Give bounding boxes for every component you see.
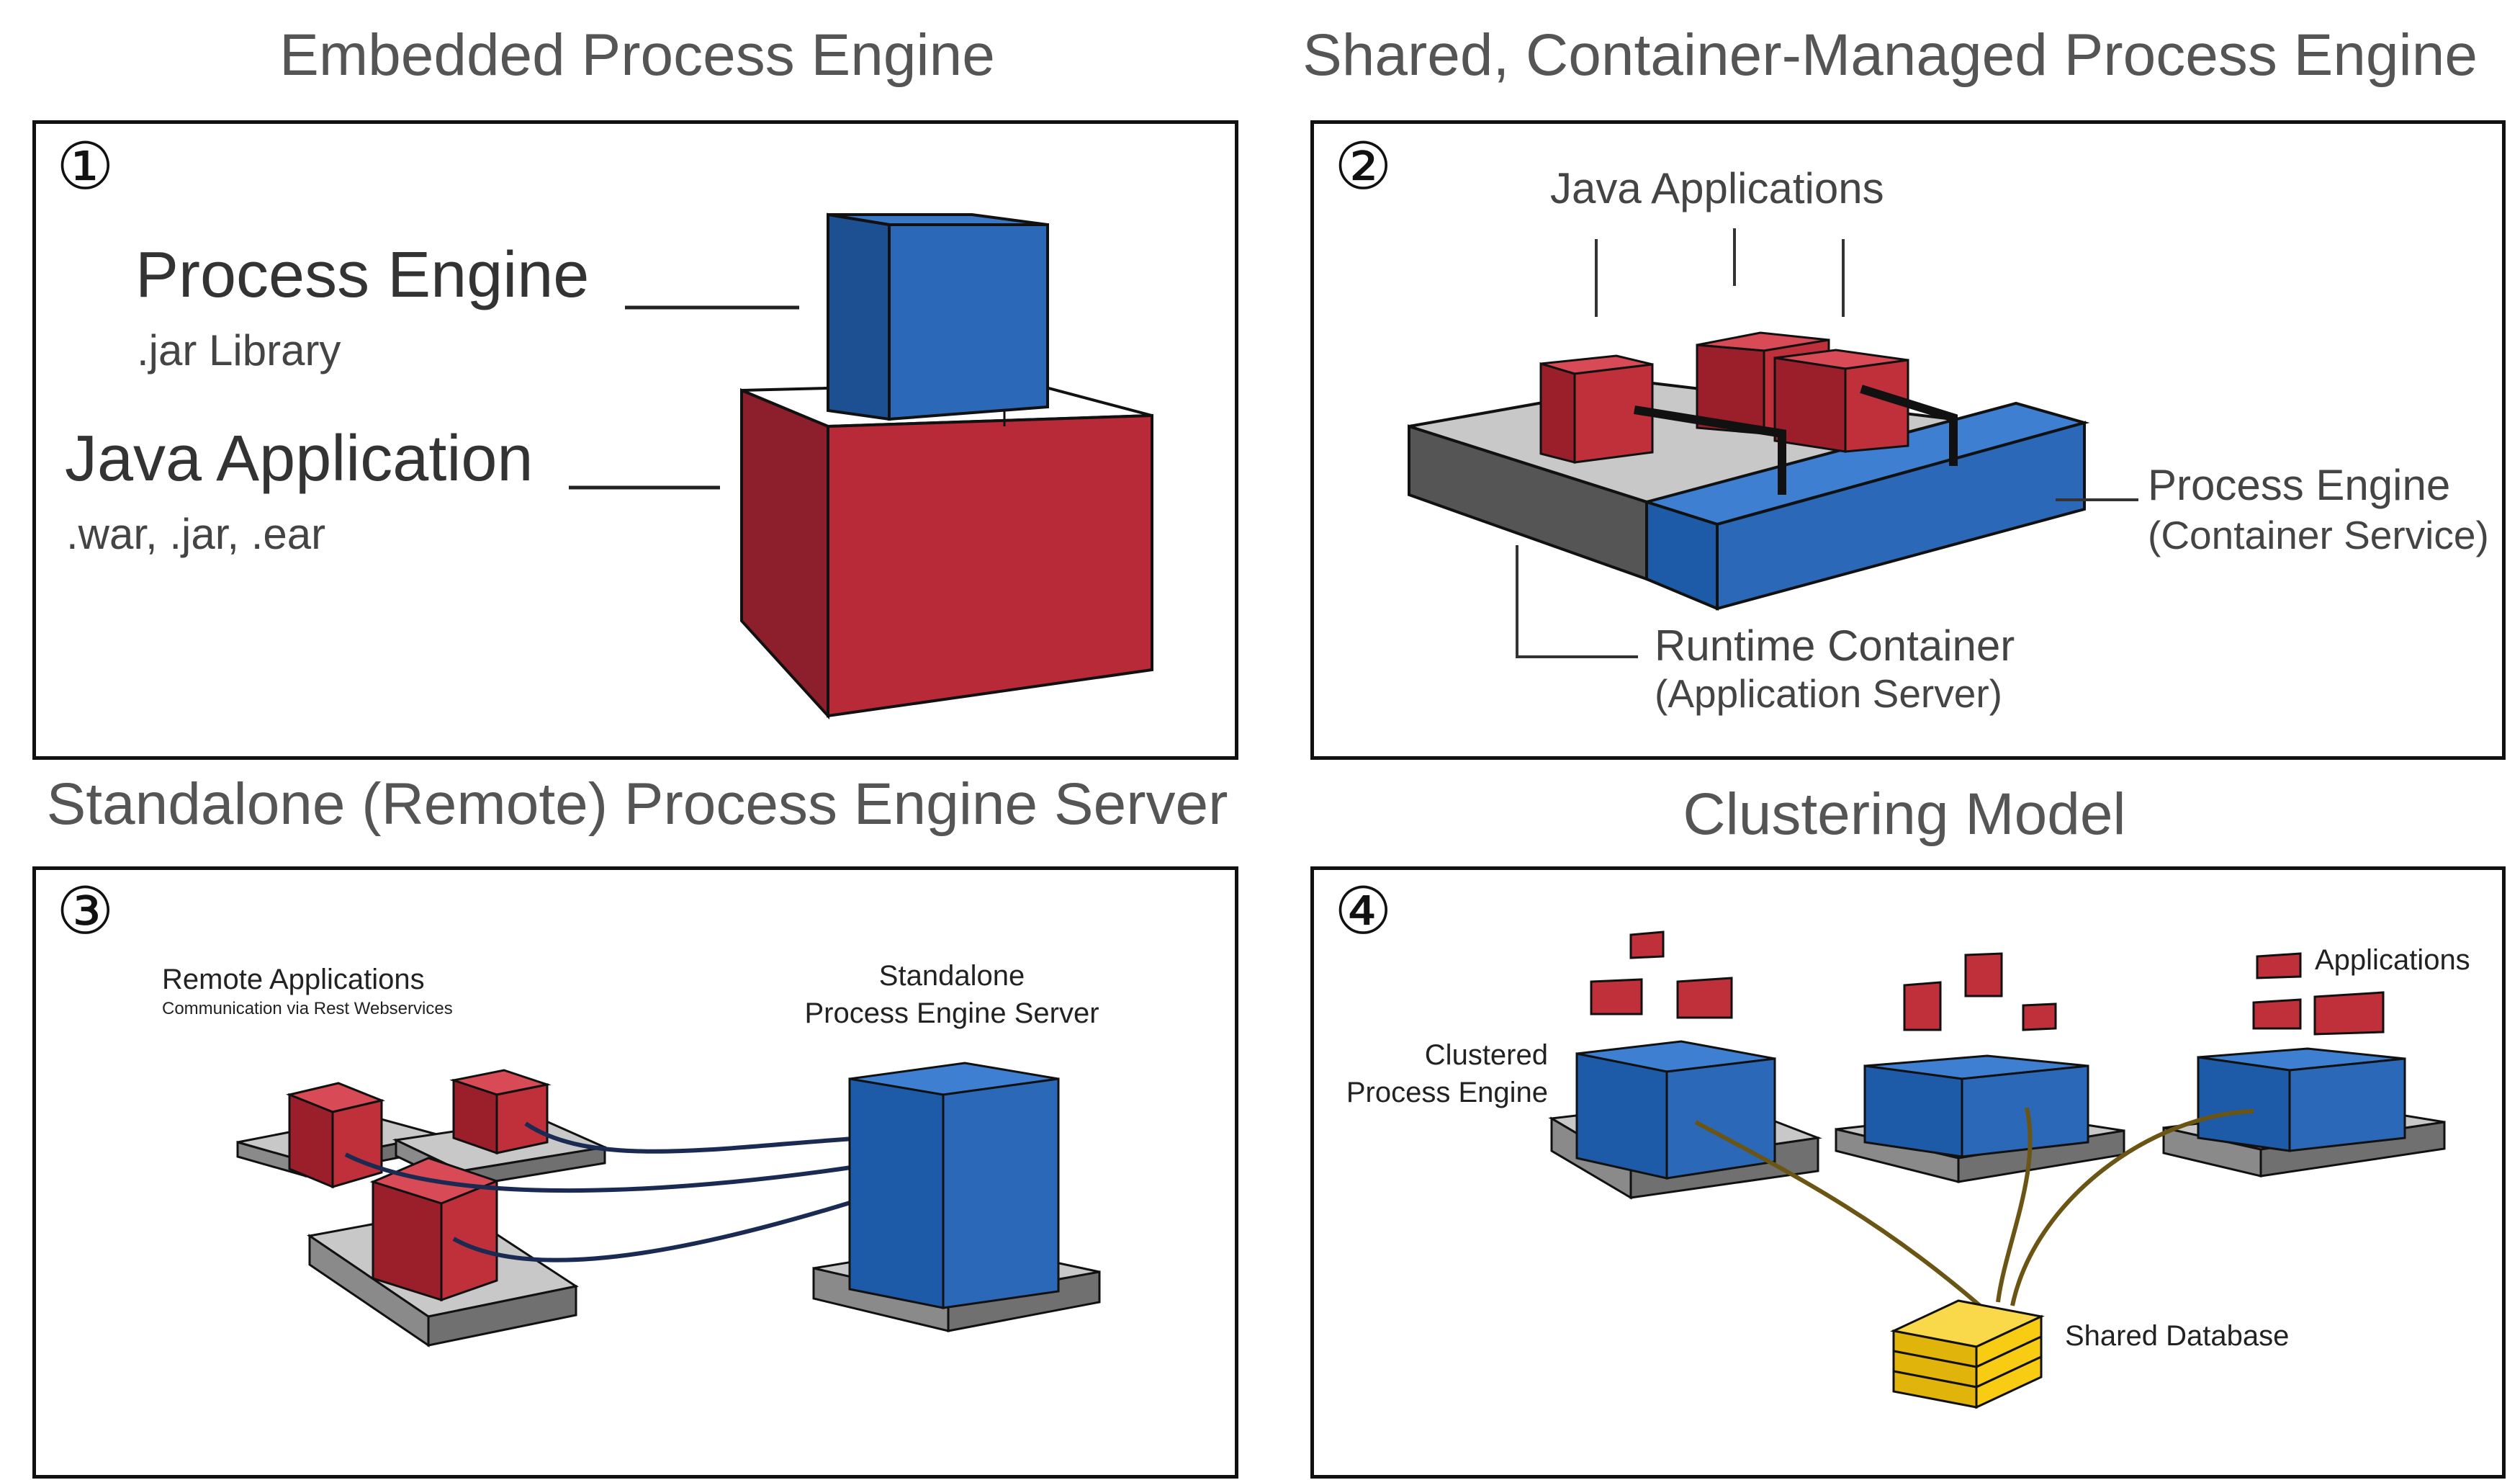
panel-clustering: ④ Applications Clustered Process Engine … [1310, 866, 2506, 1479]
cluster-label-line-1: Clustered [1425, 1039, 1548, 1071]
container-sublabel: (Application Server) [1655, 671, 2002, 716]
app-label: Java Application [65, 423, 533, 495]
standalone-server-cube [848, 1062, 1060, 1309]
process-engine-cube [827, 212, 1049, 421]
rest-connection-1 [524, 1121, 890, 1154]
shared-database [1890, 1299, 2045, 1409]
apps-label: Applications [2315, 944, 2470, 976]
embedded-diagram: ① Process Engine .jar Library Java Appli… [56, 131, 1153, 720]
cluster-app-cubes-2 [1903, 952, 2057, 1031]
rest-connection-3 [452, 1188, 890, 1263]
panel-2-title: Shared, Container-Managed Process Engine [1302, 22, 2478, 88]
panel-standalone: ③ Remote Applications Communication via … [32, 866, 1238, 1479]
container-label: Runtime Container [1655, 622, 2015, 670]
panel-number: ② [1334, 131, 1392, 203]
panel-shared: ② Java Applications Process Engine (Cont… [1310, 120, 2506, 760]
server-label-line-2: Process Engine Server [804, 997, 1099, 1029]
app-connector-2 [1860, 385, 1958, 466]
engine-label: Process Engine [135, 239, 589, 311]
db-connection-2 [1996, 1107, 2033, 1303]
container-leader-line [1516, 545, 1638, 658]
apps-label: Java Applications [1550, 164, 1884, 212]
remote-apps-label: Remote Applications [162, 964, 425, 995]
java-application-cube [740, 381, 1153, 720]
cluster-node-3 [2162, 1047, 2446, 1178]
rest-connection-2 [344, 1152, 890, 1193]
db-connection-3 [2010, 1109, 2254, 1306]
panel-number: ④ [1334, 876, 1392, 948]
shared-diagram: ② Java Applications Process Engine (Cont… [1334, 131, 2489, 716]
panel-number: ① [56, 131, 114, 203]
engine-sublabel: .jar Library [137, 326, 341, 375]
cluster-node-2 [1835, 1054, 2125, 1183]
engine-sublabel: (Container Service) [2148, 513, 2489, 557]
panel-embedded: ① Process Engine .jar Library Java Appli… [32, 120, 1238, 760]
db-label: Shared Database [2065, 1320, 2289, 1352]
cluster-node-1 [1548, 1040, 1822, 1200]
app-connector-1 [1634, 405, 1786, 495]
clustering-diagram: ④ Applications Clustered Process Engine … [1334, 876, 2470, 1409]
panel-1-title: Embedded Process Engine [279, 22, 995, 88]
panel-number: ③ [56, 876, 114, 948]
remote-app-cube-3 [369, 1157, 500, 1302]
app-sublabel: .war, .jar, .ear [66, 510, 325, 558]
cluster-app-cubes-1 [1590, 930, 1733, 1019]
remote-app-cube-2 [449, 1069, 552, 1155]
panel-3-title: Standalone (Remote) Process Engine Serve… [46, 771, 1228, 837]
standalone-diagram: ③ Remote Applications Communication via … [56, 876, 1101, 1347]
java-app-cube-1 [1539, 354, 1654, 464]
cluster-app-cubes-3 [2252, 952, 2385, 1036]
java-app-cube-3 [1773, 349, 1909, 453]
engine-label: Process Engine [2148, 461, 2450, 509]
remote-apps-sublabel: Communication via Rest Webservices [162, 999, 453, 1018]
server-label-line-1: Standalone [879, 960, 1025, 992]
remote-app-cube-1 [286, 1082, 385, 1189]
panel-4-title: Clustering Model [1683, 781, 2126, 847]
process-engine-service [1641, 401, 2090, 611]
cluster-label-line-2: Process Engine [1346, 1077, 1548, 1108]
db-connection-1 [1694, 1120, 1981, 1308]
